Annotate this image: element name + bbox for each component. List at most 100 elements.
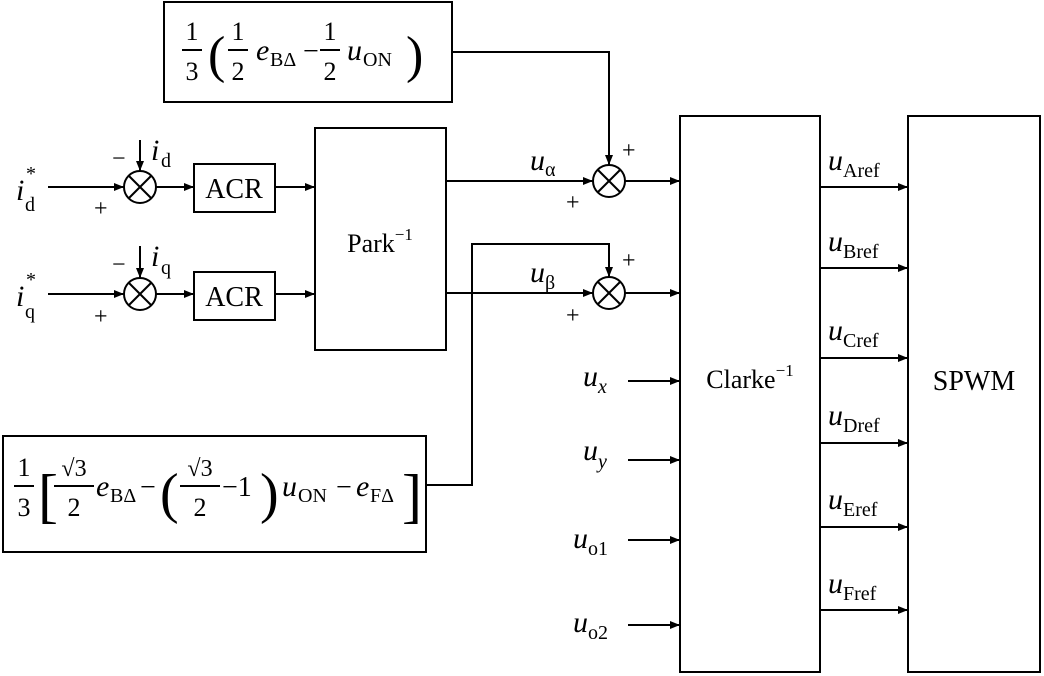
svg-text:i: i bbox=[151, 134, 159, 167]
formula-bottom: 1 3 [ √3 2 e BΔ − ( √3 2 −1 ) u ON − e F… bbox=[14, 453, 422, 529]
park-inverse-block bbox=[314, 127, 447, 351]
u-fref-label: u Fref bbox=[828, 567, 877, 605]
sign-q-plus: + bbox=[94, 304, 108, 330]
svg-text:−: − bbox=[140, 472, 156, 503]
sum-junction-q bbox=[123, 277, 157, 311]
svg-text:u: u bbox=[573, 606, 588, 639]
svg-text:1: 1 bbox=[186, 17, 199, 46]
svg-text:FΔ: FΔ bbox=[370, 485, 394, 507]
svg-text:2: 2 bbox=[324, 57, 337, 86]
u-eref-label: u Eref bbox=[828, 483, 878, 521]
svg-text:i: i bbox=[16, 174, 24, 207]
svg-text:(: ( bbox=[208, 27, 225, 84]
svg-text:i: i bbox=[151, 240, 159, 273]
svg-text:y: y bbox=[596, 451, 607, 473]
svg-text:2: 2 bbox=[194, 493, 207, 522]
top-formula-wire bbox=[452, 51, 613, 165]
sign-beta-left-plus: + bbox=[566, 303, 580, 329]
uo2-label: u o2 bbox=[573, 606, 608, 644]
u-beta-label: u β bbox=[530, 256, 555, 294]
svg-text:[: [ bbox=[38, 463, 58, 529]
u-aref-label: u Aref bbox=[828, 144, 880, 182]
svg-text:Aref: Aref bbox=[843, 160, 880, 182]
svg-text:u: u bbox=[530, 256, 545, 289]
svg-text:√3: √3 bbox=[61, 456, 86, 482]
svg-text:x: x bbox=[597, 376, 607, 398]
sign-q-minus: − bbox=[112, 252, 126, 278]
svg-text:(: ( bbox=[160, 463, 179, 525]
sign-alpha-left-plus: + bbox=[566, 190, 580, 216]
svg-text:Eref: Eref bbox=[843, 499, 878, 521]
formula-top: 1 3 ( 1 2 e BΔ − 1 2 u ON ) bbox=[182, 17, 423, 86]
svg-text:u: u bbox=[828, 314, 843, 347]
svg-text:BΔ: BΔ bbox=[110, 485, 136, 507]
u-dref-label: u Dref bbox=[828, 399, 880, 437]
svg-text:α: α bbox=[545, 159, 556, 181]
sum-junction-d bbox=[123, 170, 157, 204]
iq-fb-label: i q bbox=[151, 240, 171, 279]
svg-text:ON: ON bbox=[298, 485, 327, 507]
uy-label: u y bbox=[583, 434, 607, 473]
svg-text:q: q bbox=[161, 257, 171, 279]
id-ref-label: i * d bbox=[16, 163, 36, 216]
spwm-block bbox=[907, 115, 1041, 673]
sign-beta-top-plus: + bbox=[622, 248, 636, 274]
acr-d-block bbox=[193, 163, 276, 213]
svg-text:o1: o1 bbox=[588, 538, 608, 560]
svg-text:2: 2 bbox=[232, 57, 245, 86]
svg-text:Cref: Cref bbox=[843, 330, 879, 352]
svg-text:u: u bbox=[530, 144, 545, 177]
sign-d-minus: − bbox=[112, 146, 126, 172]
svg-text:u: u bbox=[573, 522, 588, 555]
svg-text:Bref: Bref bbox=[843, 241, 879, 263]
svg-text:BΔ: BΔ bbox=[270, 49, 296, 71]
svg-text:1: 1 bbox=[232, 17, 245, 46]
svg-text:−1: −1 bbox=[222, 472, 252, 503]
u-bref-label: u Bref bbox=[828, 225, 879, 263]
svg-text:√3: √3 bbox=[187, 456, 212, 482]
formula-top-box bbox=[163, 1, 453, 103]
sign-alpha-top-plus: + bbox=[622, 138, 636, 164]
svg-text:u: u bbox=[347, 34, 362, 67]
acr-d-label: ACR bbox=[205, 174, 263, 205]
svg-text:u: u bbox=[583, 434, 598, 467]
acr-q-block bbox=[193, 271, 276, 321]
svg-text:u: u bbox=[828, 225, 843, 258]
svg-text:*: * bbox=[26, 163, 36, 185]
svg-text:−: − bbox=[336, 472, 352, 503]
svg-text:u: u bbox=[828, 567, 843, 600]
svg-text:3: 3 bbox=[186, 57, 199, 86]
svg-text:−: − bbox=[303, 36, 319, 67]
svg-text:1: 1 bbox=[18, 453, 31, 482]
svg-text:e: e bbox=[356, 470, 369, 503]
svg-text:]: ] bbox=[402, 463, 422, 529]
id-fb-label: i d bbox=[151, 134, 171, 172]
ux-label: u x bbox=[583, 360, 607, 398]
acr-q-label: ACR bbox=[205, 282, 263, 313]
sign-d-plus: + bbox=[94, 196, 108, 222]
svg-text:β: β bbox=[545, 272, 555, 294]
svg-text:3: 3 bbox=[18, 493, 31, 522]
clarke-inverse-block bbox=[679, 115, 821, 673]
svg-text:d: d bbox=[25, 194, 35, 216]
iq-ref-label: i * q bbox=[16, 269, 36, 323]
svg-text:e: e bbox=[256, 34, 269, 67]
spwm-label: SPWM bbox=[933, 366, 1016, 397]
svg-text:d: d bbox=[161, 150, 171, 172]
svg-text:*: * bbox=[26, 269, 36, 291]
u-alpha-label: u α bbox=[530, 144, 556, 181]
park-inverse-label: Park−1 bbox=[347, 225, 413, 258]
svg-text:o2: o2 bbox=[588, 622, 608, 644]
svg-text:2: 2 bbox=[68, 493, 81, 522]
svg-text:u: u bbox=[282, 470, 297, 503]
u-cref-label: u Cref bbox=[828, 314, 879, 352]
svg-text:i: i bbox=[16, 280, 24, 313]
svg-text:ON: ON bbox=[363, 49, 392, 71]
svg-text:u: u bbox=[828, 483, 843, 516]
svg-text:q: q bbox=[25, 301, 35, 323]
svg-text:u: u bbox=[583, 360, 598, 393]
svg-text:): ) bbox=[406, 27, 423, 84]
svg-text:Dref: Dref bbox=[843, 415, 880, 437]
sum-junction-alpha bbox=[592, 164, 626, 198]
